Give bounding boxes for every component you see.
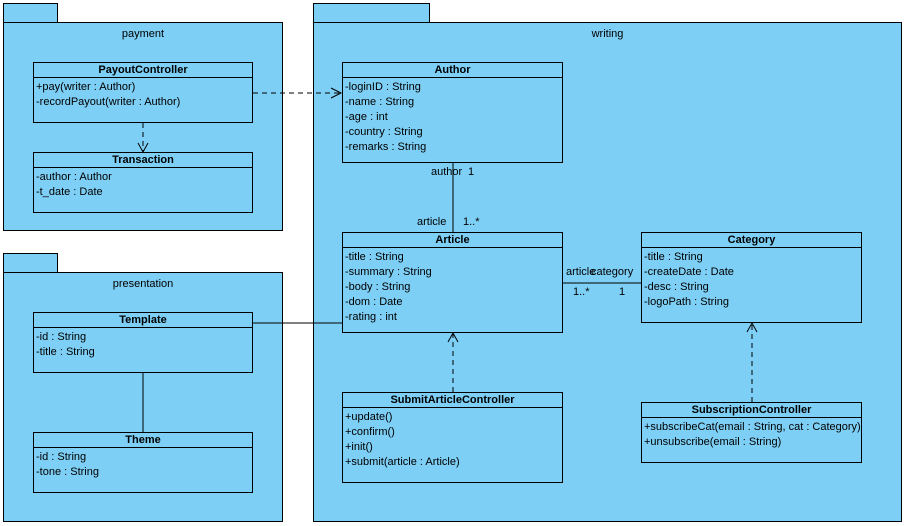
attribute: -createDate : Date xyxy=(644,266,734,278)
operation: +init() xyxy=(345,441,373,453)
operation: -recordPayout(writer : Author) xyxy=(36,96,181,108)
class-name: SubscriptionController xyxy=(642,403,861,418)
attribute: -tone : String xyxy=(36,466,99,478)
class-name: SubmitArticleController xyxy=(343,393,562,408)
role-category: category xyxy=(591,266,634,278)
class-name: Theme xyxy=(34,433,252,448)
attribute: -id : String xyxy=(36,451,87,463)
package-tab-presentation xyxy=(3,253,58,273)
class-theme[interactable]: Theme -id : String -tone : String xyxy=(33,432,253,493)
role-author: author xyxy=(431,166,463,178)
attribute: -body : String xyxy=(345,281,411,293)
class-name: Template xyxy=(34,313,252,328)
package-tab-writing xyxy=(313,3,430,23)
class-name: Article xyxy=(343,233,562,248)
attribute: -remarks : String xyxy=(345,141,427,153)
class-article[interactable]: Article -title : String -summary : Strin… xyxy=(342,232,563,333)
class-payout-controller[interactable]: PayoutController +pay(writer : Author) -… xyxy=(33,62,253,123)
attribute: -name : String xyxy=(345,96,415,108)
attribute: -author : Author xyxy=(36,171,112,183)
class-subscription-controller[interactable]: SubscriptionController +subscribeCat(ema… xyxy=(641,402,862,463)
attribute: -desc : String xyxy=(644,281,709,293)
attribute: -summary : String xyxy=(345,266,432,278)
operation: +confirm() xyxy=(345,426,395,438)
operation: +pay(writer : Author) xyxy=(36,81,136,93)
class-template[interactable]: Template -id : String -title : String xyxy=(33,312,253,373)
attribute: -t_date : Date xyxy=(36,186,103,198)
package-writing-name: writing xyxy=(591,28,624,40)
attribute: -rating : int xyxy=(345,311,397,323)
class-name: PayoutController xyxy=(34,63,252,78)
multiplicity-author: 1 xyxy=(468,166,475,178)
attribute: -age : int xyxy=(345,111,388,123)
multiplicity-category: 1 xyxy=(619,286,626,298)
attribute: -loginID : String xyxy=(345,81,421,93)
attribute: -id : String xyxy=(36,331,87,343)
multiplicity-article-category-end: 1..* xyxy=(573,286,590,298)
class-name: Transaction xyxy=(34,153,252,168)
class-category[interactable]: Category -title : String -createDate : D… xyxy=(641,232,862,323)
role-article-category-end: article xyxy=(566,266,596,278)
attribute: -country : String xyxy=(345,126,423,138)
role-article: article xyxy=(417,216,447,228)
operation: +submit(article : Article) xyxy=(345,456,460,468)
class-author[interactable]: Author -loginID : String -name : String … xyxy=(342,62,563,163)
operation: +update() xyxy=(345,411,393,423)
multiplicity-article: 1..* xyxy=(463,216,480,228)
class-name: Author xyxy=(343,63,562,78)
operation: +unsubscribe(email : String) xyxy=(644,436,782,448)
operation: +subscribeCat(email : String, cat : Cate… xyxy=(644,421,861,433)
attribute: -title : String xyxy=(36,346,95,358)
class-name: Category xyxy=(642,233,861,248)
attribute: -title : String xyxy=(345,251,404,263)
attribute: -title : String xyxy=(644,251,703,263)
class-submit-article-controller[interactable]: SubmitArticleController +update() +confi… xyxy=(342,392,563,483)
class-transaction[interactable]: Transaction -author : Author -t_date : D… xyxy=(33,152,253,213)
package-payment-name: payment xyxy=(121,28,165,40)
attribute: -dom : Date xyxy=(345,296,403,308)
attribute: -logoPath : String xyxy=(644,296,729,308)
package-tab-payment xyxy=(3,3,58,23)
package-presentation-name: presentation xyxy=(112,278,174,290)
